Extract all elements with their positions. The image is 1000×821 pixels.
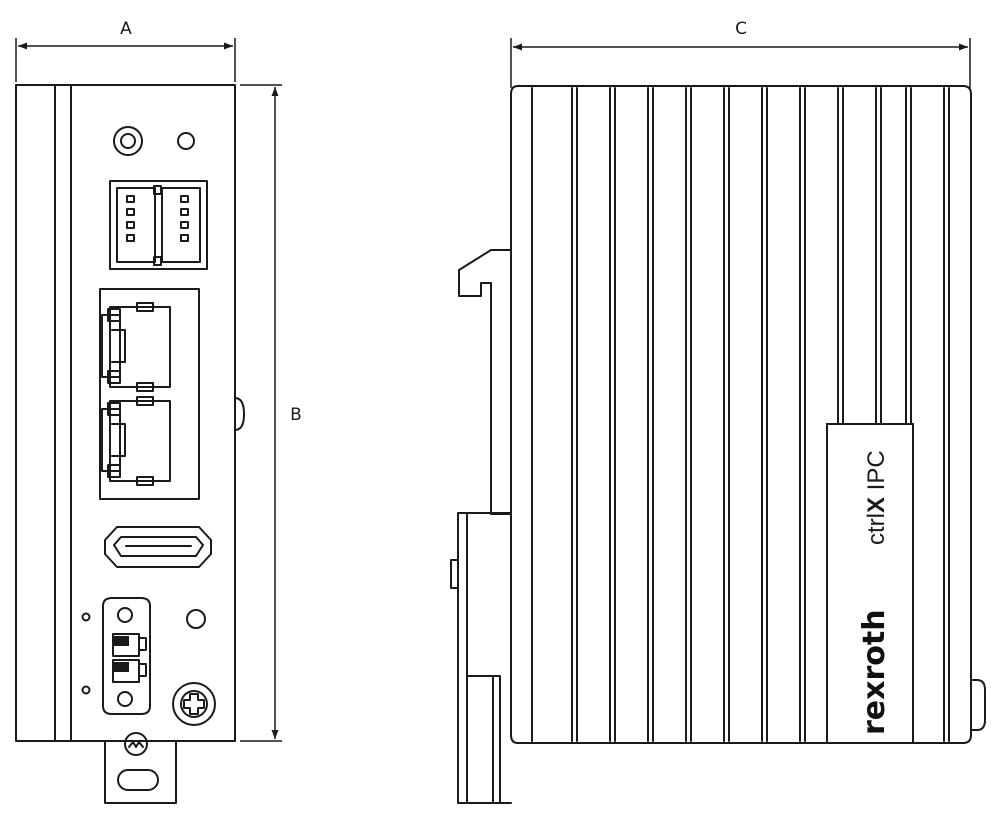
dimension-c-label: C	[735, 19, 747, 39]
hdmi-port	[104, 526, 212, 568]
dimension-a: A	[15, 19, 236, 82]
status-led	[177, 132, 195, 150]
mounting-hole	[186, 609, 206, 629]
dimension-b: B	[240, 84, 302, 742]
ground-screw	[172, 682, 216, 726]
product-name: ctrlX IPC	[863, 450, 890, 545]
dimension-c: C	[510, 19, 971, 88]
usb-ports	[109, 180, 208, 270]
side-view: C	[450, 19, 986, 804]
din-clip-side	[450, 249, 512, 804]
side-housing	[510, 85, 972, 744]
reset-button	[113, 126, 143, 156]
dimension-b-label: B	[290, 405, 302, 425]
heatsink-fins	[531, 87, 950, 742]
brand-logo: rexroth	[857, 609, 892, 735]
front-view: A	[15, 19, 302, 804]
dimension-a-label: A	[120, 19, 132, 39]
din-clip-front	[104, 732, 177, 804]
label-plate	[826, 423, 914, 744]
power-connector	[81, 597, 151, 715]
ethernet-ports	[99, 288, 200, 500]
